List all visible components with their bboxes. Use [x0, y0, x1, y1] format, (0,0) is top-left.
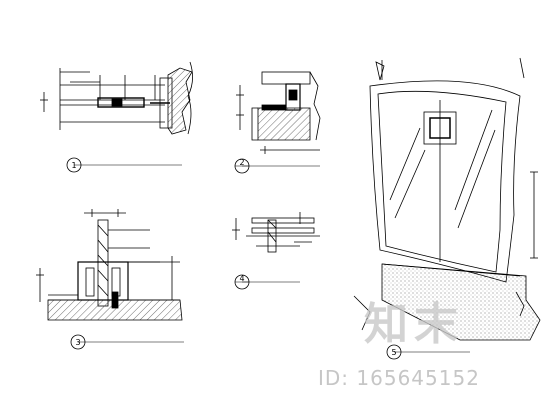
- detail-1-number: 1: [72, 161, 77, 170]
- detail-5-callout: 5: [386, 344, 470, 360]
- detail-3-number: 3: [76, 338, 81, 347]
- detail-4-callout: 4: [234, 274, 300, 290]
- detail-4-number: 4: [240, 274, 245, 283]
- detail-3: [36, 209, 183, 321]
- detail-5-number: 5: [392, 348, 397, 357]
- detail-2-callout: 2: [234, 158, 320, 174]
- detail-2: [236, 71, 321, 154]
- detail-2-number: 2: [240, 158, 245, 167]
- detail-1: [40, 61, 193, 135]
- detail-5: [353, 57, 541, 341]
- watermark-id: ID: 165645152: [318, 366, 480, 390]
- detail-3-callout: 3: [70, 334, 184, 350]
- detail-1-callout: 1: [66, 157, 182, 173]
- detail-4: [232, 212, 320, 253]
- watermark-logo: 知末: [364, 299, 464, 350]
